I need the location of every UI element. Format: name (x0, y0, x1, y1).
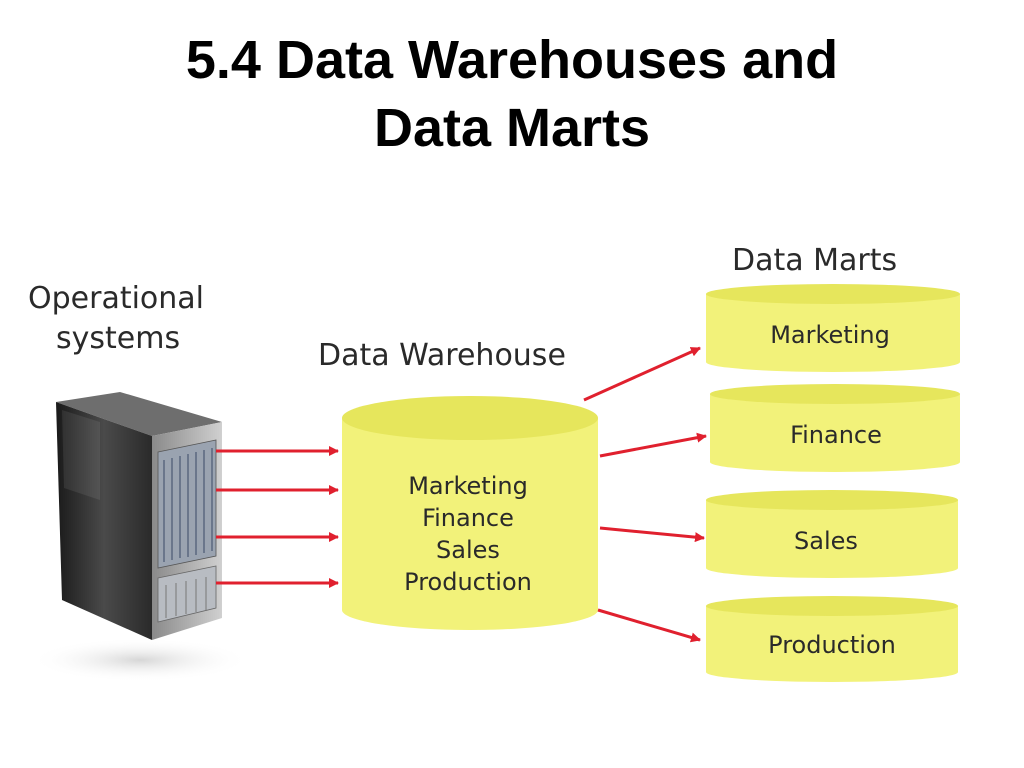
slide-title-line-2: Data Marts (373, 98, 651, 158)
data-warehouse-label: Data Warehouse (318, 338, 566, 373)
slide-title-line-1: 5.4 Data Warehouses and (185, 30, 839, 90)
data-mart-finance: Finance (710, 384, 960, 472)
warehouse-item-marketing: Marketing (408, 472, 528, 500)
operational-systems-label-line-1: Operational (28, 281, 204, 316)
data-mart-label-sales: Sales (794, 527, 858, 555)
data-marts-label: Data Marts (732, 243, 897, 278)
arrow-warehouse-to-marketing (583, 346, 701, 402)
warehouse-to-marts-arrows (583, 346, 707, 643)
warehouse-item-finance: Finance (422, 504, 514, 532)
data-mart-label-finance: Finance (790, 421, 882, 449)
arrow-warehouse-to-finance (599, 432, 707, 458)
data-mart-marketing: Marketing (706, 284, 960, 372)
data-mart-production: Production (706, 596, 958, 682)
server-tower-icon (30, 392, 250, 682)
data-mart-sales: Sales (706, 490, 958, 578)
arrow-warehouse-to-production (597, 608, 701, 643)
slide-title: 5.4 Data Warehouses and Data Marts (0, 26, 1024, 162)
warehouse-item-sales: Sales (436, 536, 500, 564)
operational-systems-label-line-2: systems (56, 321, 180, 356)
data-warehouse-cylinder: Marketing Finance Sales Production (342, 396, 598, 630)
data-mart-label-production: Production (768, 631, 896, 659)
warehouse-item-production: Production (404, 568, 532, 596)
arrow-warehouse-to-sales (599, 526, 705, 543)
data-mart-label-marketing: Marketing (770, 321, 890, 349)
server-to-warehouse-arrows (216, 446, 339, 588)
